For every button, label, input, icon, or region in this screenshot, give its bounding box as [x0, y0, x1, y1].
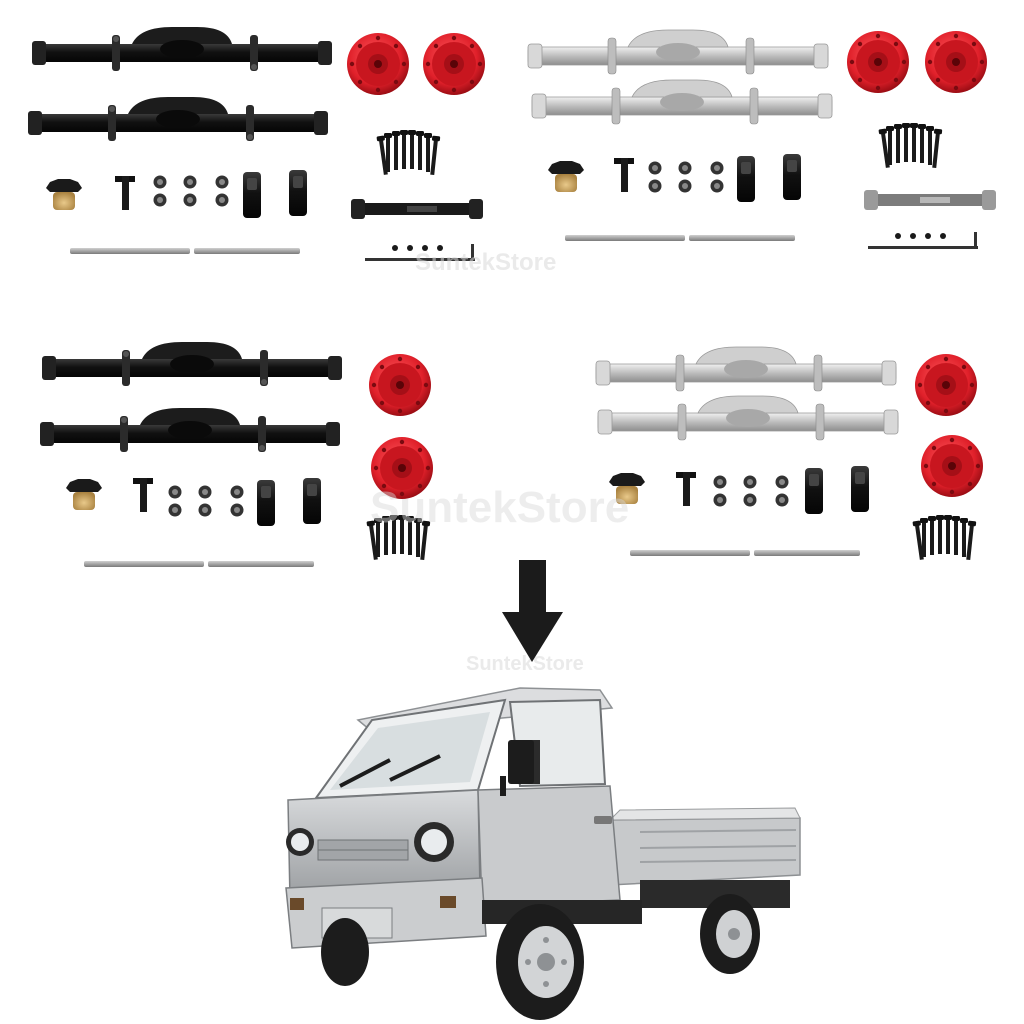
rc-mini-truck — [285, 687, 801, 1020]
kit-middle-left-black — [40, 342, 433, 567]
bearings — [714, 476, 789, 507]
output-cup — [805, 468, 823, 514]
diff-cover — [423, 33, 485, 95]
diff-cover — [925, 31, 987, 93]
cab — [285, 687, 642, 949]
watermark-middle: SuntekStore — [370, 483, 629, 532]
axle-housing — [597, 395, 899, 441]
axle-housing — [531, 79, 833, 125]
axle-housing — [42, 342, 342, 386]
pinion-gear — [46, 179, 82, 210]
hex-key-and-grub-screws — [868, 232, 978, 249]
driveshaft — [351, 199, 483, 219]
diff-cover — [847, 31, 909, 93]
front-wheel — [321, 904, 584, 1020]
axle-housing — [40, 408, 340, 452]
bearings — [169, 486, 244, 517]
kit-top-left-black — [28, 27, 485, 261]
kit-middle-right-silver — [595, 346, 983, 560]
output-cup — [289, 170, 307, 216]
pinion-gear — [66, 479, 102, 510]
screw-set — [912, 515, 976, 560]
kit-top-right-silver — [527, 29, 996, 249]
output-cup — [737, 156, 755, 202]
axle-shafts — [84, 561, 314, 567]
bracket — [614, 158, 634, 192]
output-cup — [851, 466, 869, 512]
axle-housing — [527, 29, 829, 75]
cargo-bed — [608, 807, 801, 908]
bearings — [154, 176, 229, 207]
axle-housing — [32, 27, 332, 71]
bracket — [133, 478, 153, 512]
axle-shafts — [70, 248, 300, 254]
pinion-gear — [548, 161, 584, 192]
diff-cover — [921, 435, 983, 497]
axle-shafts — [565, 235, 795, 241]
axle-housing — [595, 346, 897, 392]
down-arrow-icon — [502, 560, 563, 662]
bracket — [115, 176, 135, 210]
watermark-top: SuntekStore — [415, 249, 556, 276]
diff-cover — [369, 354, 431, 416]
watermark-bottom: SuntekStore — [466, 653, 584, 675]
diff-cover — [915, 354, 977, 416]
rear-wheel — [700, 894, 760, 974]
driveshaft — [864, 190, 996, 210]
diff-cover — [347, 33, 409, 95]
output-cup — [243, 172, 261, 218]
screw-set — [878, 123, 942, 168]
screw-set — [376, 130, 440, 175]
axle-shafts — [630, 550, 860, 556]
bearings — [649, 162, 724, 193]
axle-housing — [28, 97, 328, 141]
output-cup — [303, 478, 321, 524]
output-cup — [783, 154, 801, 200]
output-cup — [257, 480, 275, 526]
bracket — [676, 472, 696, 506]
